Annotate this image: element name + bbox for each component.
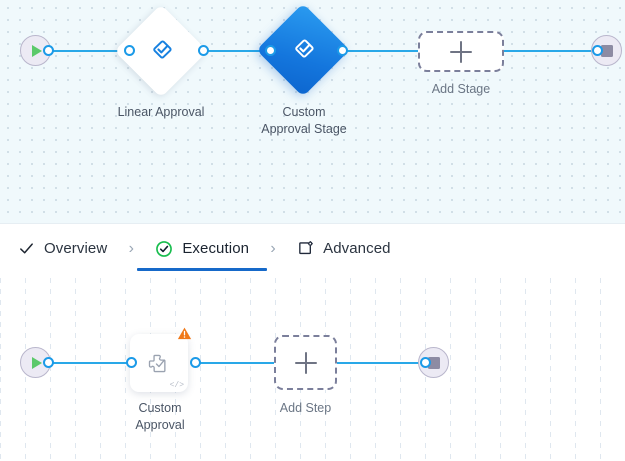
stage-node-linear-approval[interactable] bbox=[114, 4, 208, 98]
code-badge-icon: </> bbox=[169, 381, 184, 390]
play-icon bbox=[32, 356, 42, 369]
tab-execution[interactable]: Execution bbox=[137, 225, 267, 272]
edge-start-to-custom-approval bbox=[45, 362, 131, 364]
stage-node-label-linear-approval: Linear Approval bbox=[117, 105, 205, 119]
stop-icon bbox=[600, 44, 613, 57]
stage-node-label-custom-approval-stage: Custom Approval Stage bbox=[261, 105, 347, 136]
warning-triangle-icon bbox=[177, 327, 192, 340]
plus-icon bbox=[450, 40, 472, 63]
tab-label-execution: Execution bbox=[182, 240, 250, 257]
add-stage-button[interactable] bbox=[418, 31, 504, 72]
advanced-settings-icon bbox=[299, 241, 313, 255]
play-icon bbox=[32, 44, 42, 57]
approval-stage-icon bbox=[295, 39, 314, 58]
step-level-workflow-canvas[interactable]: </> Custom Approval Add Step bbox=[0, 272, 625, 461]
edge-custom-stage-to-add-stage bbox=[340, 50, 428, 52]
step-node-custom-approval[interactable]: </> bbox=[130, 327, 192, 392]
stage-end-input-port[interactable] bbox=[592, 45, 603, 56]
check-icon bbox=[20, 243, 33, 254]
stage-level-workflow-canvas[interactable]: Linear Approval Custom Approval Stage Ad… bbox=[0, 0, 625, 224]
custom-approval-input-port[interactable] bbox=[126, 357, 137, 368]
edge-add-stage-to-end bbox=[503, 50, 595, 52]
step-card-body bbox=[130, 334, 188, 392]
linear-approval-input-port[interactable] bbox=[124, 45, 135, 56]
check-circle-icon bbox=[156, 240, 173, 257]
add-step-button[interactable] bbox=[274, 335, 337, 390]
custom-approval-output-port[interactable] bbox=[190, 357, 201, 368]
edge-custom-approval-to-add-step bbox=[194, 362, 274, 364]
stage-start-output-port[interactable] bbox=[43, 45, 54, 56]
add-step-label: Add Step bbox=[279, 401, 332, 415]
step-end-input-port[interactable] bbox=[420, 357, 431, 368]
tab-overview[interactable]: Overview bbox=[16, 225, 109, 272]
linear-approval-output-port[interactable] bbox=[198, 45, 209, 56]
workflow-section-tabs: Overview › Execution › Advanced bbox=[0, 225, 625, 272]
tab-label-advanced: Advanced bbox=[323, 240, 391, 257]
custom-stage-output-port[interactable] bbox=[337, 45, 348, 56]
custom-stage-input-port[interactable] bbox=[265, 45, 276, 56]
approval-stage-icon bbox=[153, 40, 172, 59]
stage-node-custom-approval-stage[interactable] bbox=[256, 3, 350, 97]
edge-start-to-linear-approval bbox=[45, 50, 130, 52]
tab-separator: › bbox=[270, 239, 276, 257]
tab-advanced[interactable]: Advanced bbox=[295, 225, 393, 272]
plus-icon bbox=[294, 351, 317, 374]
tab-label-overview: Overview bbox=[44, 240, 108, 257]
add-stage-label: Add Stage bbox=[431, 82, 491, 96]
step-start-output-port[interactable] bbox=[43, 357, 54, 368]
tab-separator: › bbox=[128, 239, 134, 257]
edge-linear-approval-to-custom-stage bbox=[202, 50, 274, 52]
puzzle-check-icon bbox=[148, 354, 166, 372]
edge-add-step-to-end bbox=[337, 362, 422, 364]
step-node-label-custom-approval: Custom Approval bbox=[135, 401, 185, 432]
